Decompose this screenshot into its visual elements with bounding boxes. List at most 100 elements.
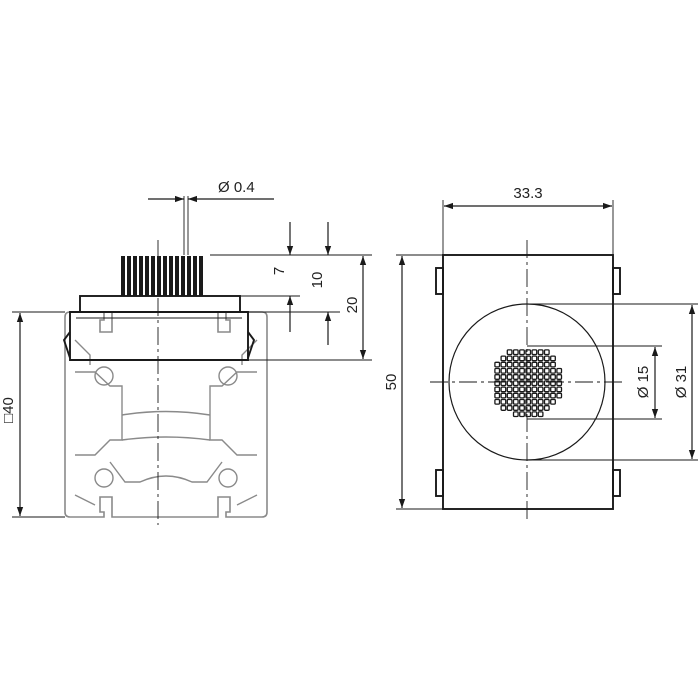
profile-size-dim: □40	[0, 311, 65, 518]
wire-diameter-dim: Ø 0.4	[148, 179, 274, 255]
grille-hole	[531, 380, 538, 387]
side-view: Ø 0.4 7 10 20 □40	[0, 179, 372, 525]
grille-hole	[519, 374, 525, 380]
grille-hole	[525, 380, 532, 387]
grille-hole	[537, 374, 544, 380]
grille-hole	[500, 367, 507, 374]
grille-hole	[543, 374, 550, 380]
grille-hole	[556, 374, 563, 380]
grille-hole	[494, 374, 501, 380]
grille-hole	[525, 367, 532, 374]
grille-hole	[556, 380, 563, 387]
inner-diameter-label: Ø 15	[635, 366, 652, 399]
grille-hole	[525, 386, 532, 393]
grille-hole	[537, 411, 544, 418]
grille-hole	[543, 405, 550, 411]
grille-hole	[531, 349, 538, 356]
height-7-label: 7	[271, 267, 288, 275]
grille-hole	[537, 380, 544, 387]
grille-hole	[537, 386, 544, 393]
grille-hole	[531, 405, 538, 411]
grille-tooth	[175, 256, 179, 296]
grille-hole	[494, 398, 501, 405]
grille-hole	[494, 380, 501, 387]
grille-pattern	[494, 349, 563, 418]
grille-hole	[550, 392, 556, 399]
width-label: 33.3	[513, 185, 542, 202]
grille-hole	[494, 367, 501, 374]
grille-hole	[506, 405, 513, 411]
grille-hole	[512, 349, 519, 356]
grille-tooth	[121, 256, 125, 296]
grille-hole	[519, 398, 525, 405]
grille-tooth	[163, 256, 167, 296]
aluminium-profile	[64, 311, 268, 518]
grille-hole	[519, 405, 525, 411]
grille-hole	[500, 374, 507, 380]
height-7-dim: 7	[271, 222, 294, 332]
grille-tooth	[193, 256, 197, 296]
grille-hole	[543, 380, 550, 387]
grille-hole	[531, 361, 538, 368]
grille-hole	[525, 374, 532, 380]
grille-hole	[519, 386, 525, 393]
grille-hole	[525, 355, 532, 362]
grille-hole	[519, 355, 525, 362]
grille-hole	[525, 392, 532, 399]
grille-hole	[556, 367, 563, 374]
grille-hole	[556, 386, 563, 393]
grille-hole	[519, 367, 525, 374]
grille-hole	[537, 405, 544, 411]
grille-hole	[506, 386, 513, 393]
grille-hole	[500, 392, 507, 399]
grille-hole	[531, 411, 538, 418]
grille-hole	[531, 374, 538, 380]
grille-hole	[519, 392, 525, 399]
grille-tooth	[145, 256, 149, 296]
grille-hole	[550, 367, 556, 374]
grille-hole	[500, 355, 507, 362]
height-20-label: 20	[344, 297, 361, 314]
grille-hole	[512, 386, 519, 393]
grille-hole	[531, 386, 538, 393]
grille-hole	[531, 355, 538, 362]
height-20-dim: 20	[344, 256, 367, 359]
grille-hole	[506, 361, 513, 368]
grille-hole	[512, 355, 519, 362]
grille-hole	[556, 392, 563, 399]
grille-hole	[506, 392, 513, 399]
grille-hole	[500, 398, 507, 405]
outer-diameter-label: Ø 31	[673, 366, 690, 399]
grille-tooth	[139, 256, 143, 296]
grille-hole	[543, 361, 550, 368]
grille-hole	[537, 392, 544, 399]
grille-hole	[506, 367, 513, 374]
grille-hole	[543, 355, 550, 362]
grille-hole	[512, 411, 519, 418]
grille-tooth	[133, 256, 137, 296]
grille-hole	[543, 392, 550, 399]
grille-hole	[543, 349, 550, 356]
grille-tooth	[127, 256, 131, 296]
grille-hole	[543, 367, 550, 374]
grille-hole	[531, 367, 538, 374]
grille-hole	[537, 398, 544, 405]
grille-hole	[506, 349, 513, 356]
width-dim: 33.3	[442, 185, 614, 255]
grille-tooth	[199, 256, 203, 296]
outer-diameter-dim: Ø 31	[527, 303, 698, 461]
grille-hole	[494, 392, 501, 399]
grille-hole	[512, 361, 519, 368]
height-50-dim: 50	[383, 254, 443, 510]
grille-hole	[500, 361, 507, 368]
grille-hole	[525, 411, 532, 418]
grille-hole	[550, 355, 556, 362]
grille-hole	[506, 374, 513, 380]
grille-hole	[519, 349, 525, 356]
grille-hole	[519, 411, 525, 418]
height-50-label: 50	[383, 374, 400, 391]
grille-hole	[550, 386, 556, 393]
grille-hole	[500, 386, 507, 393]
grille-hole	[494, 361, 501, 368]
